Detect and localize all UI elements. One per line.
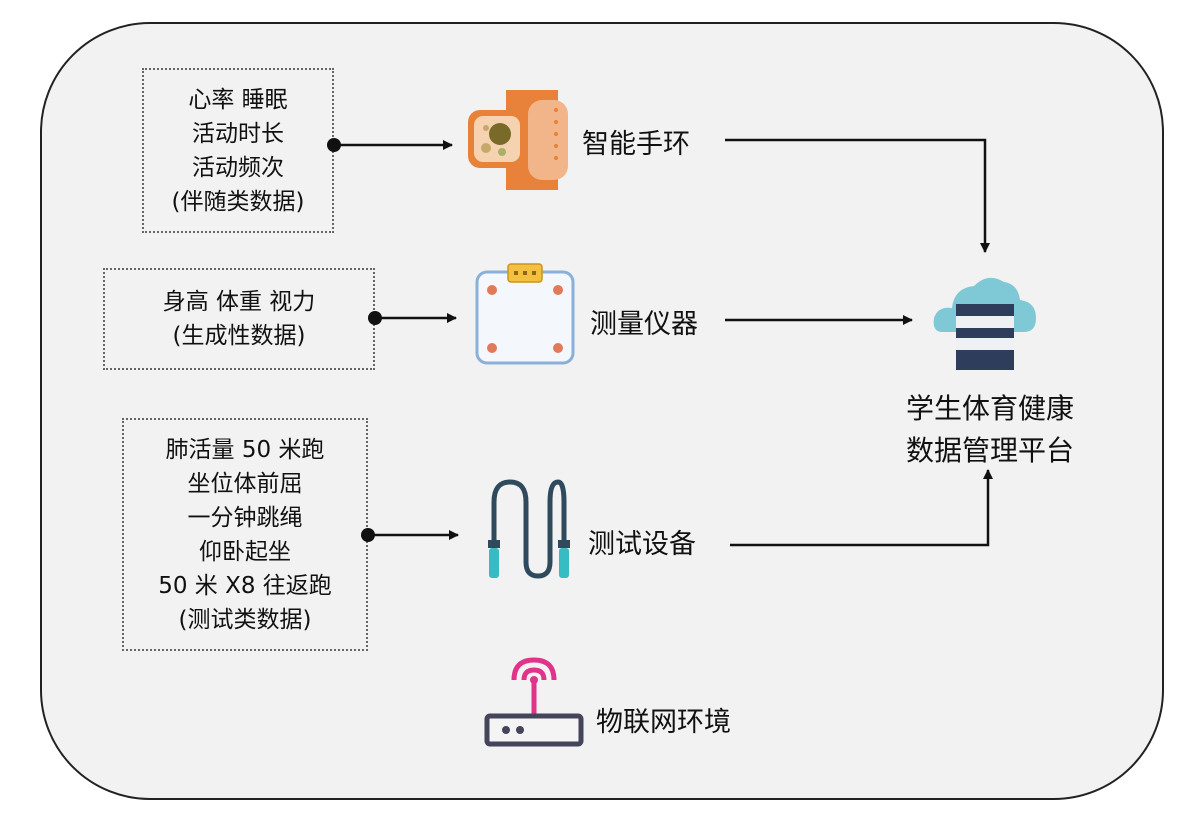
source-line: 一分钟跳绳	[187, 504, 303, 531]
device-label-scale: 测量仪器	[590, 309, 698, 340]
source-line: 50 米 X8 往返跑	[158, 572, 332, 599]
source-line: 身高 体重 视力	[162, 289, 316, 315]
cloud-server-icon	[933, 277, 1036, 370]
jump-rope-icon	[488, 479, 570, 579]
arrow-band-to-platform	[725, 138, 990, 253]
source-line: 仰卧起坐	[199, 538, 291, 565]
router-icon	[484, 657, 584, 747]
source-box-accompanying-data: 心率 睡眠 活动时长 活动频次 (伴随类数据)	[142, 68, 334, 233]
arrow-testdevice-to-platform	[730, 469, 993, 547]
platform-line: 数据管理平台	[905, 434, 1074, 467]
source-line: (生成性数据)	[172, 323, 306, 349]
arrow-source3-to-rope	[361, 528, 459, 542]
device-label-test-equipment: 测试设备	[588, 529, 696, 560]
source-line: (测试类数据)	[178, 606, 312, 633]
arrow-source2-to-scale	[368, 311, 457, 325]
device-label-smart-band: 智能手环	[582, 129, 690, 160]
source-line: 坐位体前屈	[187, 470, 303, 497]
platform-line: 学生体育健康	[905, 392, 1074, 425]
source-line: (伴随类数据)	[171, 188, 305, 215]
source-box-generative-data: 身高 体重 视力 (生成性数据)	[103, 268, 375, 370]
source-line: 活动时长	[192, 120, 284, 147]
source-line: 心率 睡眠	[188, 86, 288, 113]
environment-label: 物联网环境	[596, 707, 731, 738]
source-line: 活动频次	[192, 154, 284, 181]
source-line: 肺活量 50 米跑	[165, 436, 325, 463]
source-box-test-data: 肺活量 50 米跑 坐位体前屈 一分钟跳绳 仰卧起坐 50 米 X8 往返跑 (…	[122, 418, 368, 651]
scale-icon	[475, 263, 575, 365]
smart-band-icon	[468, 90, 568, 190]
platform-label: 学生体育健康 数据管理平台	[880, 388, 1100, 472]
arrow-source1-to-band	[327, 138, 453, 152]
